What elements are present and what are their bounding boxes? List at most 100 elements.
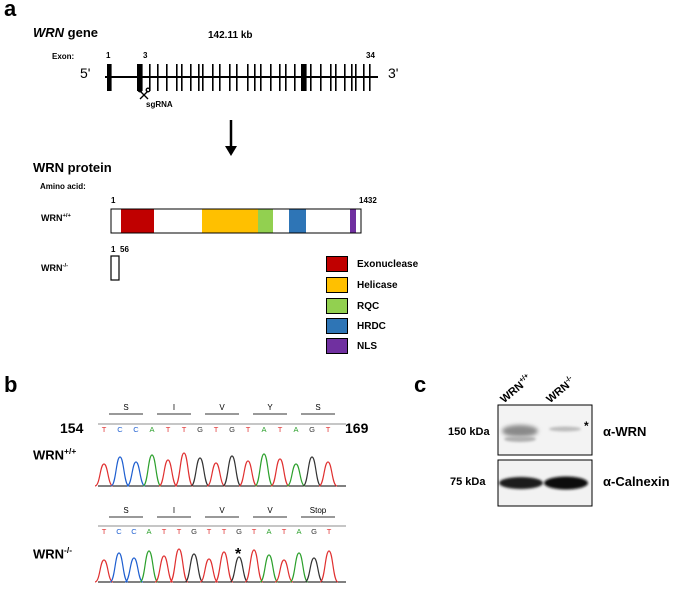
legend-label-hrdc: HRDC bbox=[357, 320, 386, 332]
exon-tick bbox=[247, 64, 249, 91]
legend-hrdc: HRDC bbox=[326, 318, 386, 334]
exon-tick bbox=[369, 64, 371, 91]
three-prime-label: 3' bbox=[388, 65, 399, 81]
gene-title: WRN gene bbox=[33, 25, 98, 40]
exonuclease-domain bbox=[121, 209, 154, 233]
base-call: T bbox=[207, 527, 212, 536]
wt-protein-label: WRN+/+ bbox=[41, 213, 71, 223]
codon-label: S bbox=[123, 403, 128, 412]
chromatogram-peak bbox=[190, 457, 210, 487]
base-call: T bbox=[252, 527, 257, 536]
codon-label: V bbox=[219, 403, 225, 412]
base-call: G bbox=[197, 425, 203, 434]
ko-protein-bar bbox=[110, 255, 120, 281]
codon-label: I bbox=[173, 506, 175, 515]
wt-trace-label: WRN+/+ bbox=[33, 446, 76, 462]
exon-tick bbox=[335, 64, 337, 91]
legend-exonuclease: Exonuclease bbox=[326, 256, 418, 272]
legend-label-exonuclease: Exonuclease bbox=[357, 258, 419, 270]
base-call: T bbox=[327, 527, 332, 536]
nls-domain bbox=[350, 209, 356, 233]
base-call: T bbox=[102, 527, 107, 536]
legend-rqc: RQC bbox=[326, 298, 379, 314]
legend-swatch-helicase bbox=[326, 277, 348, 293]
legend-swatch-hrdc bbox=[326, 318, 348, 334]
base-call: T bbox=[162, 527, 167, 536]
chromatogram-peak bbox=[184, 553, 204, 583]
ko-label-sup: -/- bbox=[62, 263, 69, 269]
base-call: C bbox=[116, 527, 122, 536]
legend-swatch-exonuclease bbox=[326, 256, 348, 272]
base-call: A bbox=[296, 527, 301, 536]
ko-label-base: WRN bbox=[41, 263, 63, 273]
mutation-star: * bbox=[235, 546, 242, 563]
base-call: T bbox=[182, 425, 187, 434]
helicase-domain bbox=[202, 209, 258, 233]
base-call: T bbox=[102, 425, 107, 434]
amino-acid-label: Amino acid: bbox=[40, 182, 86, 191]
exon-tick bbox=[310, 64, 312, 91]
wt-chromatogram-trace bbox=[94, 452, 338, 487]
base-call: C bbox=[117, 425, 123, 434]
base-call: A bbox=[261, 425, 266, 434]
chromatogram-peak bbox=[94, 463, 114, 487]
exon-tick bbox=[139, 64, 141, 91]
exon-tick bbox=[254, 64, 256, 91]
exon-tick bbox=[320, 64, 322, 91]
exon-tick bbox=[110, 64, 112, 91]
antibody-calnexin: α-Calnexin bbox=[603, 474, 670, 489]
base-call: T bbox=[246, 425, 251, 434]
ko-aa-end: 56 bbox=[120, 245, 129, 254]
chromatogram-peak bbox=[169, 548, 189, 583]
chromatogram-peak bbox=[302, 456, 322, 487]
chromatogram-peak bbox=[254, 453, 274, 487]
ko-chromatogram-trace bbox=[94, 548, 339, 583]
base-call: T bbox=[222, 527, 227, 536]
down-arrow-icon bbox=[225, 120, 237, 156]
sgrna-label: sgRNA bbox=[146, 100, 173, 109]
calnexin-band-ko bbox=[544, 476, 588, 490]
chromatogram-peak bbox=[222, 455, 242, 487]
chromatogram-peak bbox=[286, 463, 306, 487]
base-call: C bbox=[133, 425, 139, 434]
base-call: A bbox=[266, 527, 271, 536]
base-call: G bbox=[309, 425, 315, 434]
panel-a-letter: a bbox=[4, 0, 17, 21]
chromatogram-peak bbox=[124, 557, 144, 583]
exon-tick bbox=[301, 64, 303, 91]
base-call: T bbox=[282, 527, 287, 536]
legend-helicase: Helicase bbox=[326, 277, 398, 293]
base-call: T bbox=[166, 425, 171, 434]
base-call: T bbox=[214, 425, 219, 434]
exon-tick bbox=[279, 64, 281, 91]
chromatogram-peak bbox=[109, 552, 129, 583]
chromatogram-peak bbox=[319, 550, 339, 583]
exon-tick bbox=[166, 64, 168, 91]
exon-ticks bbox=[107, 64, 371, 91]
wt-label-sup: +/+ bbox=[62, 213, 71, 219]
ko-trace-label-sup: -/- bbox=[64, 545, 73, 555]
chromatogram-peak bbox=[174, 452, 194, 487]
base-call: T bbox=[278, 425, 283, 434]
codon-label: Stop bbox=[310, 506, 327, 515]
exon-tick bbox=[140, 64, 142, 91]
exon-tick bbox=[141, 64, 143, 91]
wrn-band-ko bbox=[549, 426, 581, 432]
chromatogram-peak bbox=[139, 550, 159, 583]
codon-label: S bbox=[315, 403, 320, 412]
exon-tick bbox=[302, 64, 304, 91]
exon-tick bbox=[176, 64, 178, 91]
base-call: G bbox=[191, 527, 197, 536]
legend-nls: NLS bbox=[326, 338, 377, 354]
exon-tick bbox=[236, 64, 238, 91]
exon-tick bbox=[260, 64, 262, 91]
ko-trace-label: WRN-/- bbox=[33, 545, 72, 561]
exon-tick bbox=[351, 64, 353, 91]
base-call: G bbox=[229, 425, 235, 434]
marker-75: 75 kDa bbox=[450, 476, 486, 488]
codon-label: V bbox=[267, 506, 273, 515]
